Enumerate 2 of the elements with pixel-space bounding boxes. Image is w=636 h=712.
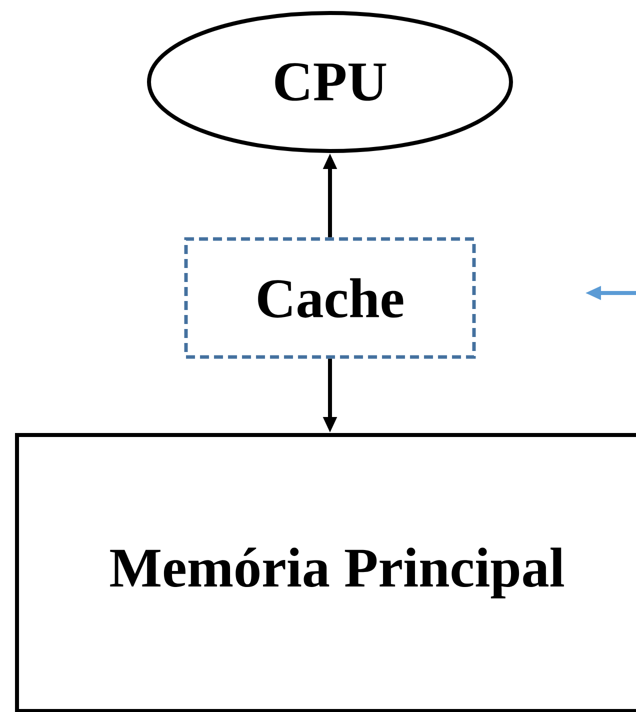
memory-box: Memória Principal <box>15 433 636 712</box>
cache-box: Cache <box>184 237 476 359</box>
